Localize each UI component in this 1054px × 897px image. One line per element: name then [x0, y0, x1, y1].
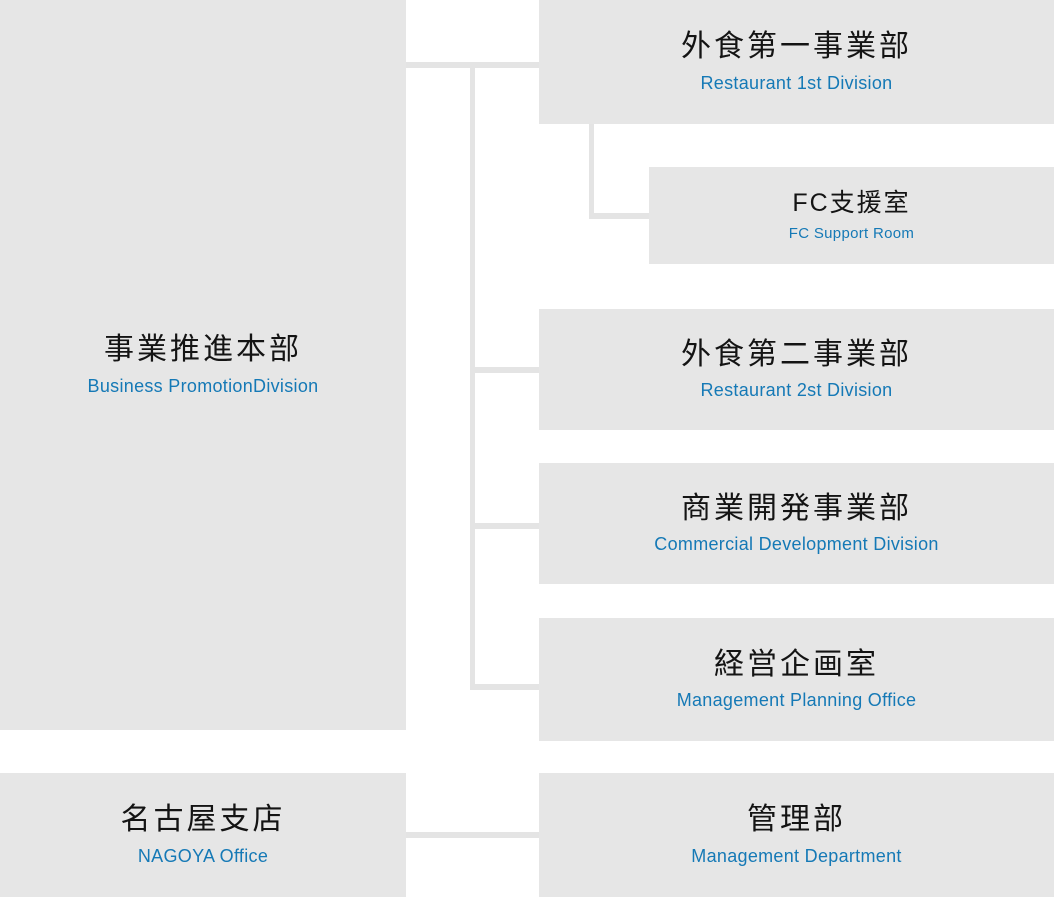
node-title-ja: 事業推進本部 — [104, 333, 302, 367]
node-title-en: Commercial Development Division — [654, 534, 939, 555]
node-title-ja: 外食第二事業部 — [681, 337, 912, 371]
connector-trunk-vertical — [470, 62, 475, 690]
node-title-en: FC Support Room — [788, 224, 915, 242]
node-title-ja: 外食第一事業部 — [681, 30, 912, 64]
org-node-restaurant-1st-division: 外食第一事業部 Restaurant 1st Division — [539, 0, 1054, 124]
connector-restaurant-2nd-stub — [475, 367, 539, 373]
connector-fc-support-horizontal — [589, 213, 649, 219]
node-title-en: Management Department — [691, 845, 902, 866]
org-node-nagoya-office: 名古屋支店 NAGOYA Office — [0, 773, 406, 897]
node-title-en: Restaurant 1st Division — [700, 72, 893, 93]
org-node-management-department: 管理部 Management Department — [539, 773, 1054, 897]
node-title-ja: 商業開発事業部 — [681, 491, 912, 525]
node-title-en: Management Planning Office — [676, 690, 917, 711]
node-title-en: NAGOYA Office — [137, 845, 269, 866]
node-title-en: Restaurant 2st Division — [700, 380, 893, 401]
org-node-fc-support-room: FC支援室 FC Support Room — [649, 167, 1054, 264]
connector-fc-support-vertical — [589, 124, 594, 219]
node-title-ja: 経営企画室 — [714, 647, 879, 681]
org-node-management-planning-office: 経営企画室 Management Planning Office — [539, 618, 1054, 741]
node-title-ja: 名古屋支店 — [120, 803, 286, 837]
connector-commercial-dev-stub — [475, 523, 539, 529]
org-node-restaurant-2nd-division: 外食第二事業部 Restaurant 2st Division — [539, 309, 1054, 430]
org-node-commercial-development-division: 商業開発事業部 Commercial Development Division — [539, 463, 1054, 584]
connector-nagoya-horizontal — [406, 832, 539, 838]
node-title-ja: FC支援室 — [792, 188, 911, 217]
node-title-en: Business PromotionDivision — [87, 375, 319, 396]
connector-management-planning-stub — [475, 684, 539, 690]
org-node-business-promotion-division: 事業推進本部 Business PromotionDivision — [0, 0, 406, 730]
node-title-ja: 管理部 — [747, 803, 846, 837]
